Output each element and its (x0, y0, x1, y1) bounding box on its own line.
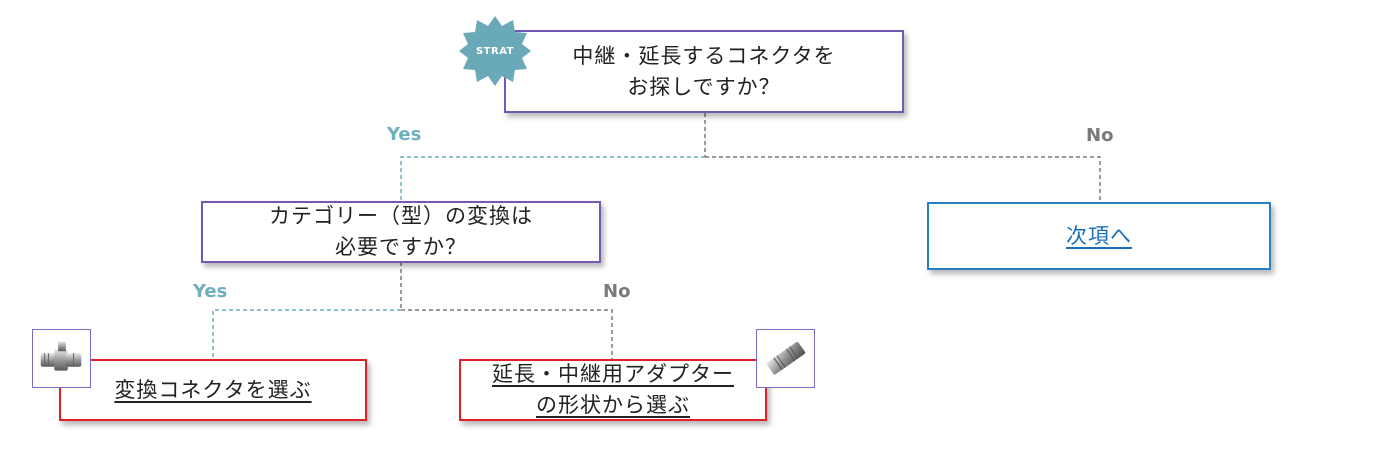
q2-yes-label: Yes (193, 281, 228, 302)
q1-no-line (705, 156, 1101, 202)
q1-yes-label: Yes (387, 124, 422, 145)
adapter-shape-link-line2[interactable]: の形状から選ぶ (536, 393, 690, 417)
adapter-thumbnail (756, 329, 815, 388)
question-1-line1: 中継・延長するコネクタを (572, 43, 836, 68)
q2-no-line (401, 309, 613, 360)
starburst-badge-icon (459, 16, 531, 86)
question-2-line1: カテゴリー（型）の変換は (269, 204, 533, 228)
connector-converter-icon (40, 341, 82, 371)
start-badge-label: STRAT (475, 45, 514, 57)
q1-no-label: No (1086, 125, 1114, 146)
question-1-box: 中継・延長するコネクタを お探しですか？ (504, 30, 904, 113)
adapter-shape-box[interactable]: 延長・中継用アダプター の形状から選ぶ (459, 359, 767, 421)
q2-yes-line (212, 309, 401, 360)
question-2-box: カテゴリー（型）の変換は 必要ですか？ (201, 201, 601, 263)
start-badge: STRAT (459, 15, 531, 87)
connector-adapter-icon (766, 341, 806, 375)
converter-thumbnail (32, 329, 91, 388)
q2-no-label: No (603, 281, 631, 302)
convert-connector-box[interactable]: 変換コネクタを選ぶ (59, 359, 367, 421)
convert-connector-link[interactable]: 変換コネクタを選ぶ (114, 377, 312, 402)
next-page-box[interactable]: 次項へ (927, 202, 1271, 270)
question-1-line2: お探しですか？ (627, 74, 781, 99)
adapter-shape-link-line1[interactable]: 延長・中継用アダプター (492, 362, 734, 386)
next-page-link[interactable]: 次項へ (1066, 223, 1132, 248)
question-2-line2: 必要ですか？ (335, 235, 467, 259)
q1-yes-line (400, 156, 705, 203)
